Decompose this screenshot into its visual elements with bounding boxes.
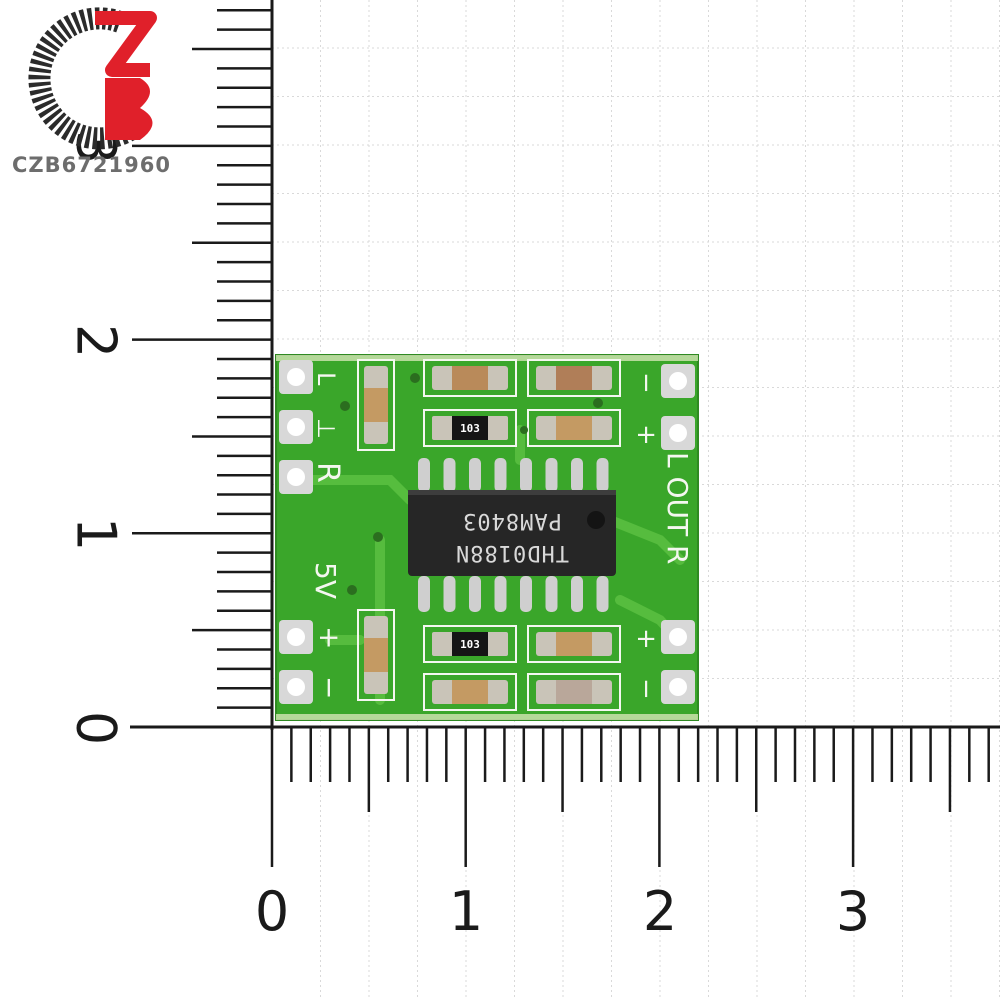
silk-label-out-minus-bottom: − xyxy=(631,678,661,700)
silk-label-l-in: L xyxy=(312,372,340,386)
chip-marking-line1: THD0188N xyxy=(455,540,569,565)
chip-pin xyxy=(571,458,583,492)
brand-logo: CZB6721960 xyxy=(12,7,171,177)
chip-pin xyxy=(571,576,583,612)
resistor-code: 103 xyxy=(460,638,480,651)
resistor: 103 xyxy=(432,632,508,656)
chip-pin xyxy=(418,458,430,492)
chip-pin xyxy=(520,576,532,612)
silk-label-power-minus: − xyxy=(313,676,346,699)
horizontal-ruler xyxy=(130,725,1000,867)
chip-pin xyxy=(418,576,430,612)
solder-hole xyxy=(287,368,305,386)
vertical-ruler xyxy=(132,0,274,730)
amplifier-board: 103 103 THD0188N PAM8403 xyxy=(275,354,699,721)
capacitor xyxy=(364,366,388,444)
solder-hole xyxy=(287,628,305,646)
chip-marking-line2: PAM8403 xyxy=(462,508,562,533)
resistor: 103 xyxy=(432,416,508,440)
capacitor xyxy=(536,632,612,656)
capacitor xyxy=(432,366,508,390)
silk-label-out-plus-top: + xyxy=(631,424,661,446)
chip-pin xyxy=(596,576,609,612)
chip-pin xyxy=(545,458,558,492)
capacitor xyxy=(536,416,612,440)
v-ruler-label-1: 1 xyxy=(64,517,127,551)
v-ruler-label-2: 2 xyxy=(64,324,127,358)
silk-label-power-plus: + xyxy=(313,626,346,649)
silk-label-out-minus-top: − xyxy=(631,372,661,394)
solder-hole xyxy=(287,418,305,436)
solder-pads xyxy=(279,360,695,704)
capacitor xyxy=(536,366,612,390)
h-ruler-label-2: 2 xyxy=(643,880,677,943)
silk-label-lout: L OUT R xyxy=(661,452,694,565)
solder-hole xyxy=(669,372,687,390)
h-ruler-label-1: 1 xyxy=(449,880,483,943)
silk-label-out-plus-bottom: + xyxy=(631,628,661,650)
solder-hole xyxy=(669,424,687,442)
solder-hole xyxy=(669,678,687,696)
h-ruler-label-0: 0 xyxy=(255,880,289,943)
v-ruler-label-0: 0 xyxy=(64,711,127,745)
chip-pin xyxy=(469,576,481,612)
resistor-code: 103 xyxy=(460,422,480,435)
chip-pin xyxy=(494,576,507,612)
capacitor xyxy=(536,680,612,704)
capacitor xyxy=(432,680,508,704)
silk-label-5v: 5V xyxy=(309,562,342,599)
solder-hole xyxy=(287,678,305,696)
chip-pin xyxy=(443,458,456,492)
h-ruler-label-3: 3 xyxy=(836,880,870,943)
chip-pins xyxy=(418,458,609,612)
capacitor xyxy=(364,616,388,694)
chip-pin xyxy=(520,458,532,492)
solder-hole xyxy=(287,468,305,486)
pam8403-chip: THD0188N PAM8403 xyxy=(408,490,616,576)
watermark-text: CZB6721960 xyxy=(12,153,171,177)
silk-label-gnd-in: ⊥ xyxy=(312,418,340,439)
chip-pin xyxy=(469,458,481,492)
chip-pin xyxy=(545,576,558,612)
silk-label-r-in: R xyxy=(310,462,345,483)
chip-pin xyxy=(494,458,507,492)
chip-pin xyxy=(443,576,456,612)
chip-pin xyxy=(596,458,609,492)
solder-hole xyxy=(669,628,687,646)
